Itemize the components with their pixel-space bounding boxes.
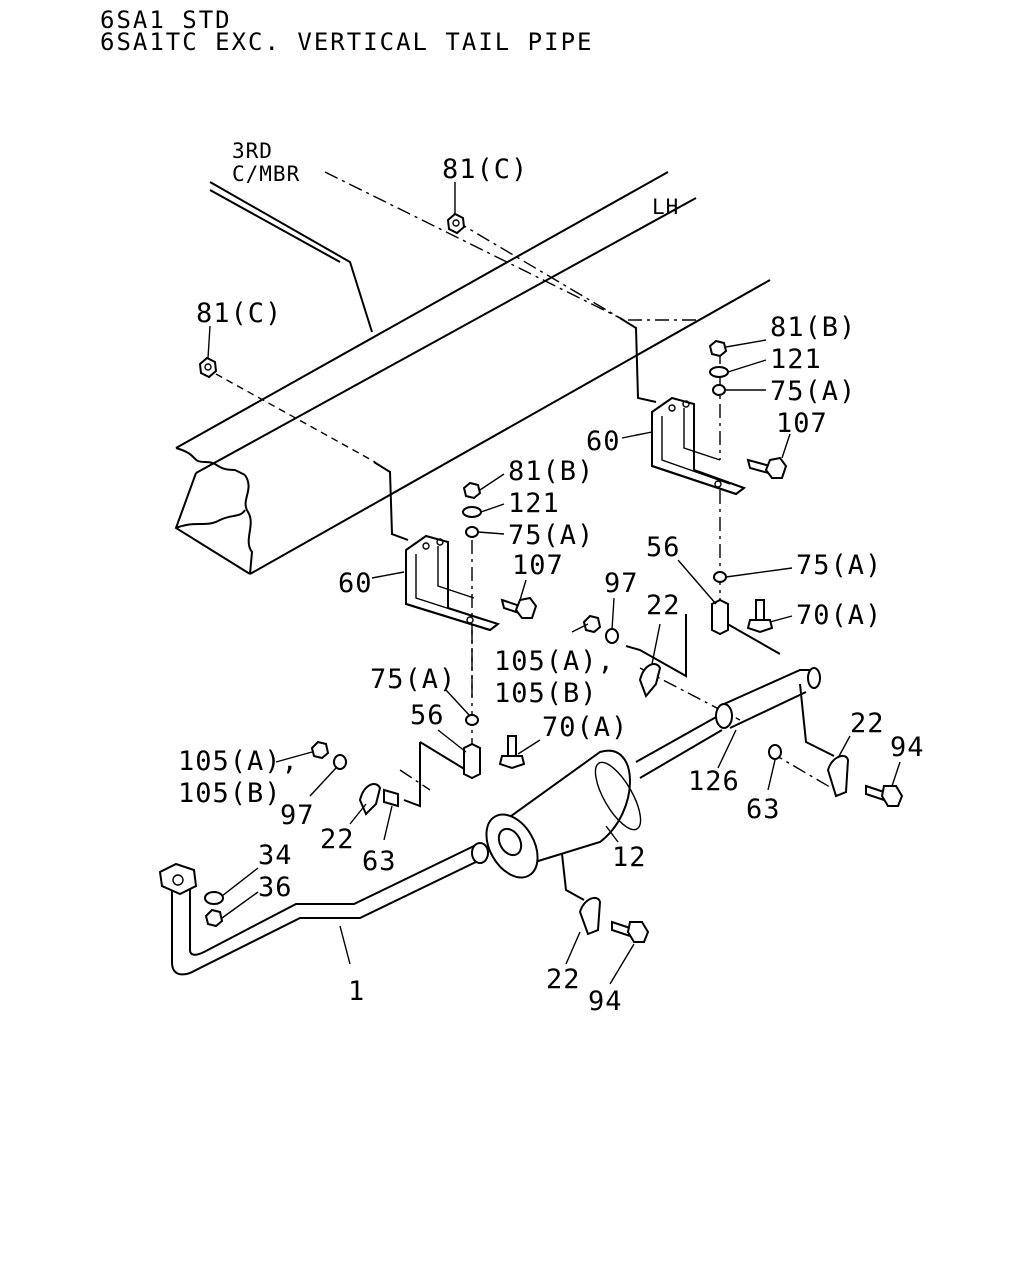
callout-81b-right: 81(B) (770, 312, 856, 343)
callout-75a-right-low: 75(A) (796, 550, 882, 581)
callout-94-right: 94 (890, 732, 925, 763)
callout-70a-right: 70(A) (796, 600, 882, 631)
callout-22-left: 22 (320, 824, 355, 855)
callout-60-left: 60 (338, 568, 373, 599)
leader-lines (207, 182, 901, 985)
callout-97-left: 97 (280, 800, 315, 831)
hardware-parts (198, 212, 904, 943)
frame-crossmember (174, 171, 771, 575)
diagram-title-line-1: 6SA1 STD (100, 6, 232, 34)
callout-94-bottom: 94 (588, 986, 623, 1017)
callout-36: 36 (258, 872, 293, 903)
callout-107-left: 107 (512, 550, 564, 581)
callout-105a-left: 105(A), (178, 746, 299, 777)
callout-107-right: 107 (776, 408, 828, 439)
exhaust-system (158, 667, 821, 976)
callout-22-right-upper: 22 (646, 590, 681, 621)
callout-labels: 3RD C/MBR LH 81(C) 81(C) 81(B) 121 75(A)… (178, 139, 925, 1017)
callout-97-right: 97 (604, 568, 639, 599)
crossmember-label-line-1: 3RD (232, 139, 273, 163)
callout-126: 126 (688, 766, 740, 797)
callout-105a-right: 105(A), (494, 646, 615, 677)
callout-70a-left: 70(A) (542, 712, 628, 743)
callout-75a-left-top: 75(A) (508, 520, 594, 551)
callout-75a-right-top: 75(A) (770, 376, 856, 407)
callout-60-right: 60 (586, 426, 621, 457)
callout-56-right: 56 (646, 532, 681, 563)
callout-121-left: 121 (508, 488, 560, 519)
hanger-bracket-right (651, 396, 747, 496)
callout-81b-left: 81(B) (508, 456, 594, 487)
diagram-title-line-2: 6SA1TC EXC. VERTICAL TAIL PIPE (100, 28, 594, 56)
callout-75a-left-low: 75(A) (370, 664, 456, 695)
side-label-lh: LH (652, 195, 679, 219)
callout-22-right-lower: 22 (850, 708, 885, 739)
callout-22-bottom: 22 (546, 964, 581, 995)
callout-81c-left: 81(C) (196, 298, 282, 329)
callout-12: 12 (612, 842, 647, 873)
callout-63-left: 63 (362, 846, 397, 877)
callout-121-right: 121 (770, 344, 822, 375)
assembly-guide-lines (215, 171, 836, 901)
crossmember-label-line-2: C/MBR (232, 162, 300, 186)
callout-81c-top: 81(C) (442, 154, 528, 185)
callout-63-right: 63 (746, 794, 781, 825)
callout-34: 34 (258, 840, 293, 871)
callout-105b-left: 105(B) (178, 778, 282, 809)
callout-56-left: 56 (410, 700, 445, 731)
callout-1: 1 (348, 976, 365, 1007)
hanger-bracket-left (405, 534, 501, 632)
callout-105b-right: 105(B) (494, 678, 598, 709)
